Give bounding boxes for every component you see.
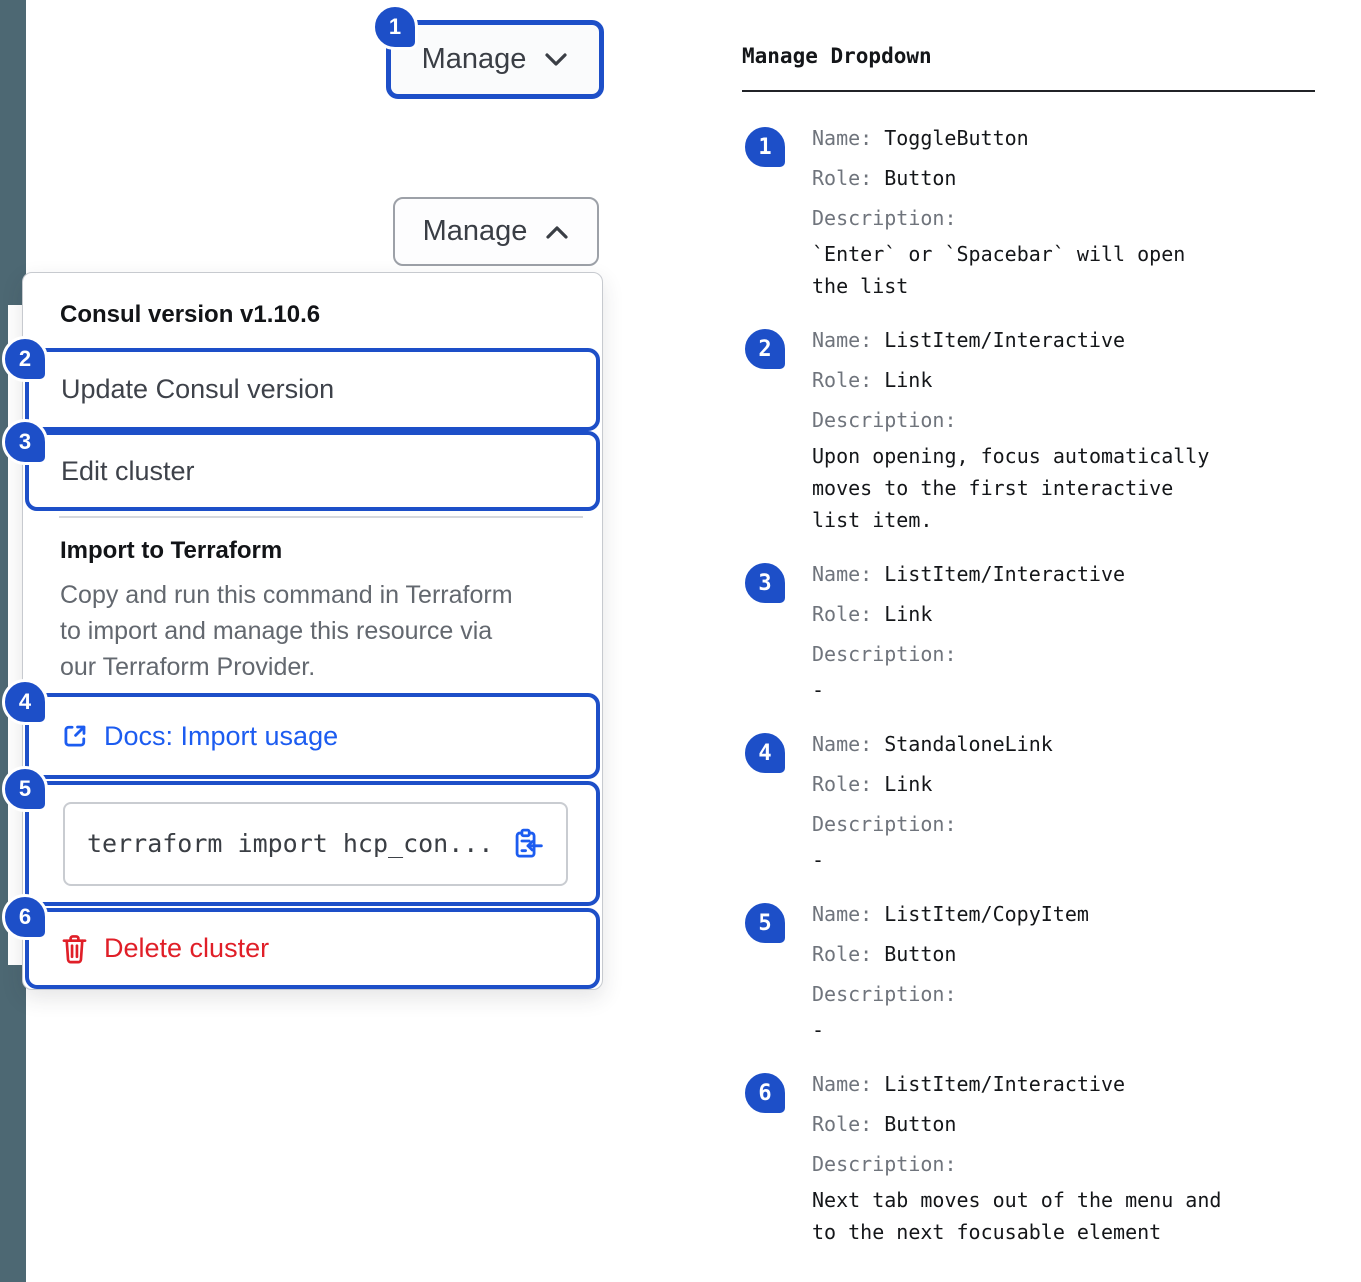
role-label: Role: <box>812 166 873 190</box>
role-label: Role: <box>812 1112 873 1136</box>
docs-import-usage-label: Docs: Import usage <box>104 720 339 751</box>
description-line: list item. <box>812 508 933 532</box>
update-consul-version-label: Update Consul version <box>61 374 335 404</box>
name-value: ListItem/Interactive <box>884 328 1126 352</box>
annotation-badge-2: 2 <box>2 336 48 382</box>
name-label: Name: <box>812 126 873 150</box>
docs-import-usage-link[interactable]: Docs: Import usage <box>25 693 600 779</box>
terraform-command-field[interactable]: terraform import hcp_con... <box>63 801 568 886</box>
description-line: Next tab moves out of the menu and <box>812 1188 1222 1212</box>
legend-item-3: 3 Name: ListItem/Interactive Role: Link De… <box>742 554 1332 706</box>
role-label: Role: <box>812 942 873 966</box>
description-line: to the next focusable element <box>812 1220 1162 1244</box>
name-label: Name: <box>812 1072 873 1096</box>
description-label: Description: <box>812 642 957 666</box>
legend-divider <box>742 90 1315 92</box>
import-description: Copy and run this command in Terraform t… <box>60 577 513 685</box>
delete-cluster-label: Delete cluster <box>104 933 270 963</box>
legend-item-4: 4 Name: StandaloneLink Role: Link Descript… <box>742 724 1332 876</box>
menu-item-delete-cluster[interactable]: Delete cluster <box>25 908 600 989</box>
copy-to-clipboard-icon[interactable] <box>512 827 544 861</box>
trash-icon <box>61 934 88 964</box>
legend-badge-2: 2 <box>742 326 788 372</box>
external-link-icon <box>61 722 89 750</box>
legend-badge-1: 1 <box>742 124 788 170</box>
annotation-badge-6: 6 <box>2 894 48 940</box>
legend-badge-5: 5 <box>742 900 788 946</box>
name-label: Name: <box>812 562 873 586</box>
import-description-line: Copy and run this command in Terraform <box>60 581 513 609</box>
name-label: Name: <box>812 902 873 926</box>
role-value: Button <box>884 942 957 966</box>
edit-cluster-label: Edit cluster <box>61 455 195 486</box>
terraform-command-text: terraform import hcp_con... <box>87 829 494 858</box>
annotation-badge-1: 1 <box>372 4 418 50</box>
legend-items: 1 Name: ToggleButton Role: Button Descript… <box>742 118 1332 1248</box>
name-value: ToggleButton <box>884 126 1029 150</box>
menu-item-edit-cluster[interactable]: Edit cluster <box>25 431 600 511</box>
chevron-down-icon <box>544 52 568 68</box>
role-label: Role: <box>812 602 873 626</box>
name-label: Name: <box>812 328 873 352</box>
description-line: moves to the first interactive <box>812 476 1174 500</box>
description-label: Description: <box>812 1152 957 1176</box>
annotation-badge-4: 4 <box>2 679 48 725</box>
role-value: Button <box>884 166 957 190</box>
legend-item-1: 1 Name: ToggleButton Role: Button Descript… <box>742 118 1332 302</box>
description-line: - <box>812 678 825 702</box>
manage-open-button[interactable]: Manage <box>393 197 599 266</box>
legend-badge-4: 4 <box>742 730 788 776</box>
legend-title: Manage Dropdown <box>742 44 932 68</box>
legend-panel: Manage Dropdown 1 Name: ToggleButton Role… <box>742 30 1332 1266</box>
role-value: Button <box>884 1112 957 1136</box>
description-label: Description: <box>812 982 957 1006</box>
description-label: Description: <box>812 408 957 432</box>
import-description-line: our Terraform Provider. <box>60 653 316 681</box>
role-value: Link <box>884 772 933 796</box>
description-line: - <box>812 1018 825 1042</box>
chevron-up-icon <box>545 224 569 240</box>
name-value: ListItem/CopyItem <box>884 902 1089 926</box>
manage-toggle-button[interactable]: Manage <box>386 20 604 99</box>
menu-item-copy-command[interactable]: terraform import hcp_con... <box>25 781 600 906</box>
name-label: Name: <box>812 732 873 756</box>
legend-item-6: 6 Name:ListItem/Interactive Role:Button … <box>742 1064 1332 1248</box>
legend-badge-6: 6 <box>742 1070 788 1116</box>
description-line: Upon opening, focus automatically <box>812 444 1210 468</box>
legend-badge-3: 3 <box>742 560 788 606</box>
description-line: - <box>812 848 825 872</box>
role-label: Role: <box>812 772 873 796</box>
legend-item-2: 2 Name: ListItem/Interactive Role: Link De… <box>742 320 1332 536</box>
annotation-badge-3: 3 <box>2 419 48 465</box>
manage-dropdown-menu: Consul version v1.10.6 Update Consul ver… <box>22 272 603 990</box>
menu-item-update-consul-version[interactable]: Update Consul version <box>25 348 600 431</box>
description-line: `Enter` or `Spacebar` will open <box>812 242 1186 266</box>
consul-version-header: Consul version v1.10.6 <box>60 301 321 328</box>
annotation-badge-5: 5 <box>2 766 48 812</box>
manage-open-label: Manage <box>422 215 528 247</box>
import-to-terraform-title: Import to Terraform <box>60 537 283 564</box>
name-value: ListItem/Interactive <box>884 562 1126 586</box>
import-description-line: to import and manage this resource via <box>60 617 493 645</box>
name-value: StandaloneLink <box>884 732 1053 756</box>
description-line: the list <box>812 274 909 298</box>
legend-item-5: 5 Name: ListItem/CopyItem Role: Button Des… <box>742 894 1332 1046</box>
description-label: Description: <box>812 812 957 836</box>
role-value: Link <box>884 368 933 392</box>
role-value: Link <box>884 602 933 626</box>
role-label: Role: <box>812 368 873 392</box>
name-value: ListItem/Interactive <box>884 1072 1126 1096</box>
manage-toggle-label: Manage <box>421 43 527 75</box>
description-label: Description: <box>812 206 957 230</box>
menu-divider <box>59 516 583 518</box>
